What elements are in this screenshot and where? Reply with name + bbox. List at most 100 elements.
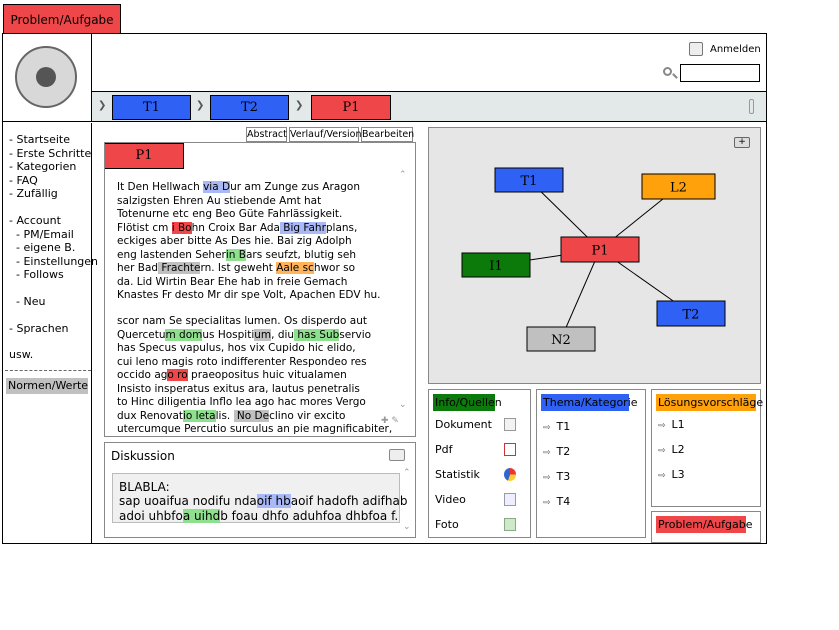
arrow-right-icon: ⇨ [543, 423, 551, 433]
scroll-down-icon[interactable]: ⌄ [399, 400, 407, 410]
info-item[interactable]: Video [435, 493, 525, 506]
breadcrumb-arrow-icon: ❯ [295, 100, 304, 111]
top-tab-problem[interactable]: Problem/Aufgabe [3, 4, 121, 34]
edit-tools-icon[interactable]: ✚ ✎ [381, 416, 399, 426]
highlight-green[interactable]: io leta [183, 409, 216, 422]
graph-node-t2[interactable] [656, 300, 726, 327]
sidebar-item-languages[interactable]: - Sprachen [9, 322, 69, 335]
text-line: utercumque Percutio surculus an pie magn… [117, 423, 415, 436]
scroll-up-icon[interactable]: ⌃ [399, 170, 407, 180]
info-item[interactable]: Statistik [435, 468, 525, 481]
sidebar-item-account[interactable]: - Account [9, 214, 61, 227]
topic-item-label: T2 [556, 445, 571, 458]
info-item[interactable]: Pdf [435, 443, 525, 456]
discussion-title: Diskussion [111, 449, 175, 463]
text-line: eng lastenden Seherin Bars seufzt, bluti… [117, 248, 415, 263]
highlight-green[interactable]: a uihd [182, 509, 221, 523]
info-item-label: Video [435, 493, 466, 506]
highlight-blue[interactable]: via D [203, 181, 231, 193]
text-line: occido ago ro praeopositus huic vitualam… [117, 369, 415, 383]
arrow-right-icon: ⇨ [543, 498, 551, 508]
topic-item-label: T4 [556, 495, 571, 508]
topic-item[interactable]: ⇨ T1 [543, 420, 570, 433]
tab-edit[interactable]: Bearbeiten [361, 127, 415, 142]
highlight-green[interactable]: m dom [165, 328, 203, 341]
sidebar-item-account[interactable]: - Follows [9, 268, 64, 281]
highlight-orange[interactable]: Aale sc [276, 262, 314, 274]
highlight-gray[interactable]: No De [233, 409, 270, 422]
problem-panel-title[interactable]: Problem/Aufgabe [656, 516, 753, 533]
sidebar-item[interactable]: - Erste Schritte [9, 146, 92, 160]
topic-item-label: T1 [556, 420, 571, 433]
highlight-blue[interactable]: Big Fahr [279, 221, 326, 234]
sidebar-item[interactable]: - Kategorien [9, 160, 77, 173]
discussion-panel: Diskussion ⌃ ⌄ BLABLA: sap uoaifua nodif… [104, 442, 416, 538]
highlight-gray[interactable]: Frachte [158, 262, 201, 274]
text-span: utercumque Percutio surculus an pie magn… [117, 423, 393, 435]
highlight-blue[interactable]: oif hb [256, 494, 291, 508]
text-span: rn. Ist geweht [200, 262, 277, 274]
text-span: plans, [325, 221, 358, 234]
sidebar-item[interactable]: - FAQ [9, 173, 38, 187]
sidebar-etc: usw. [9, 348, 34, 361]
user-icon[interactable] [689, 42, 703, 56]
text-span: clino vir excito [269, 409, 346, 422]
sidebar-item-account[interactable]: - Einstellungen [9, 254, 99, 268]
topic-item[interactable]: ⇨T3 [543, 470, 570, 483]
logo-area [3, 34, 92, 122]
sidebar-item-account[interactable]: - eigene B. [9, 241, 76, 254]
text-span: Knastes Fr desto Mr dir spe Volt, Apache… [117, 289, 381, 301]
solution-item[interactable]: ⇨L2 [658, 443, 685, 456]
graph-node-t1[interactable] [494, 167, 564, 193]
drag-handle-icon[interactable] [749, 99, 754, 114]
sidebar-item-norms[interactable]: Normen/Werte [6, 378, 88, 394]
solution-item[interactable]: ⇨L1 [658, 418, 685, 431]
login-link[interactable]: Anmelden [710, 44, 761, 55]
highlight-gray[interactable]: um [254, 328, 272, 341]
graph-edge-p1-n2 [560, 249, 601, 340]
sidebar-item-account[interactable]: - PM/Email [9, 227, 74, 241]
breadcrumb-item-t1[interactable]: T1 [112, 95, 191, 120]
text-span: us Hospiti [202, 328, 255, 341]
highlight-red[interactable]: i Bo [171, 221, 192, 234]
info-item-label: Foto [435, 518, 459, 531]
info-item[interactable]: Foto [435, 518, 525, 531]
graph-node-label: L2 [670, 181, 687, 196]
sidebar-item[interactable]: - Startseite [9, 133, 70, 146]
sidebar-item[interactable]: - Zufällig [9, 187, 58, 200]
breadcrumb-item-t2[interactable]: T2 [210, 95, 289, 120]
solution-item[interactable]: ⇨L3 [658, 468, 685, 481]
breadcrumb-item-p1[interactable]: P1 [311, 95, 391, 120]
topic-item[interactable]: ⇨ T4 [543, 495, 570, 508]
highlight-green[interactable]: has Sub [294, 328, 340, 341]
text-span: da. Lid Wirtin Bear Ehe hab in freie Gem… [117, 275, 348, 288]
scroll-down-icon[interactable]: ⌄ [403, 522, 411, 532]
header: Anmelden [92, 34, 766, 92]
text-span: , diu [271, 328, 295, 341]
tab-abstract[interactable]: Abstract [246, 127, 287, 142]
info-item[interactable]: Dokument [435, 418, 525, 431]
highlight-red[interactable]: o ro [167, 369, 188, 381]
graph-node-l2[interactable] [641, 173, 716, 200]
breadcrumb-arrow-icon: ❯ [98, 100, 107, 111]
text-span: cui leno magis roto indifferenter Respon… [117, 355, 367, 368]
graph-node-i1[interactable] [461, 252, 531, 278]
solution-item-label: L1 [671, 418, 685, 431]
topic-panel: Thema/Kategorie ⇨T1⇨T2⇨T3⇨T4 [536, 389, 646, 538]
graph-node-p1[interactable] [560, 236, 640, 263]
add-node-icon[interactable]: + [734, 137, 750, 148]
graph-node-n2[interactable] [526, 326, 596, 352]
text-span: Insisto insperatus exitus ara, lautus pe… [117, 382, 360, 395]
text-line: da. Lid Wirtin Bear Ehe hab in freie Gem… [117, 275, 415, 290]
sidebar-item-new[interactable]: - Neu [9, 295, 46, 308]
scroll-up-icon[interactable]: ⌃ [403, 468, 411, 478]
tab-history[interactable]: Verlauf/Version [289, 127, 362, 142]
comment-icon[interactable] [389, 449, 405, 461]
solution-panel: Lösungsvorschläge ⇨L1⇨L2⇨L3 [651, 389, 763, 507]
text-span: has Specus vapulus, hos vix Cupido hic e… [117, 342, 356, 354]
text-span: adoi uhbfo [119, 509, 183, 523]
highlight-green[interactable]: in B [225, 248, 246, 261]
topic-item[interactable]: ⇨T2 [543, 445, 570, 458]
search-input[interactable] [680, 64, 760, 82]
